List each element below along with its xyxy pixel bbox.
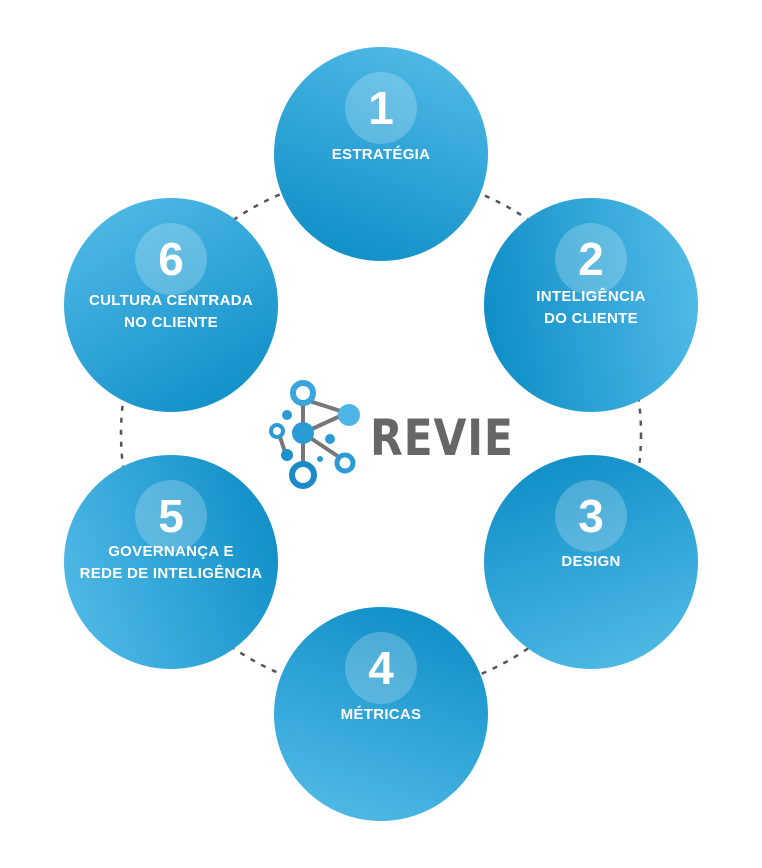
revie-logo-icon [269,380,360,489]
step-label-line1: CULTURA CENTRADA [89,292,253,309]
step-number-badge: 4 [345,632,417,704]
step-number-badge: 3 [555,480,627,552]
step-4-metrics: 4 MÉTRICAS [274,607,488,821]
step-number-badge: 5 [135,480,207,552]
step-label-line1: INTELIGÊNCIA [536,288,646,305]
step-number-badge: 6 [135,223,207,295]
step-label: ESTRATÉGIA [331,146,431,163]
step-1-strategy: 1 ESTRATÉGIA [274,47,488,261]
step-label-line1: GOVERNANÇA E [108,543,234,560]
brand-name: REVIE [370,409,514,467]
step-number-badge: 2 [555,223,627,295]
step-number-badge: 1 [345,72,417,144]
step-label: DESIGN [561,553,621,570]
step-3-design: 3 DESIGN [484,455,698,669]
step-5-governance: 5 GOVERNANÇA E REDE DE INTELIGÊNCIA [64,455,278,669]
step-label-line2: REDE DE INTELIGÊNCIA [79,565,263,582]
step-label: MÉTRICAS [340,706,422,723]
step-6-customer-culture: 6 CULTURA CENTRADA NO CLIENTE [64,198,278,412]
step-label-line2: NO CLIENTE [124,314,218,331]
step-2-customer-intelligence: 2 INTELIGÊNCIA DO CLIENTE [484,198,698,412]
step-label-line2: DO CLIENTE [544,310,638,327]
